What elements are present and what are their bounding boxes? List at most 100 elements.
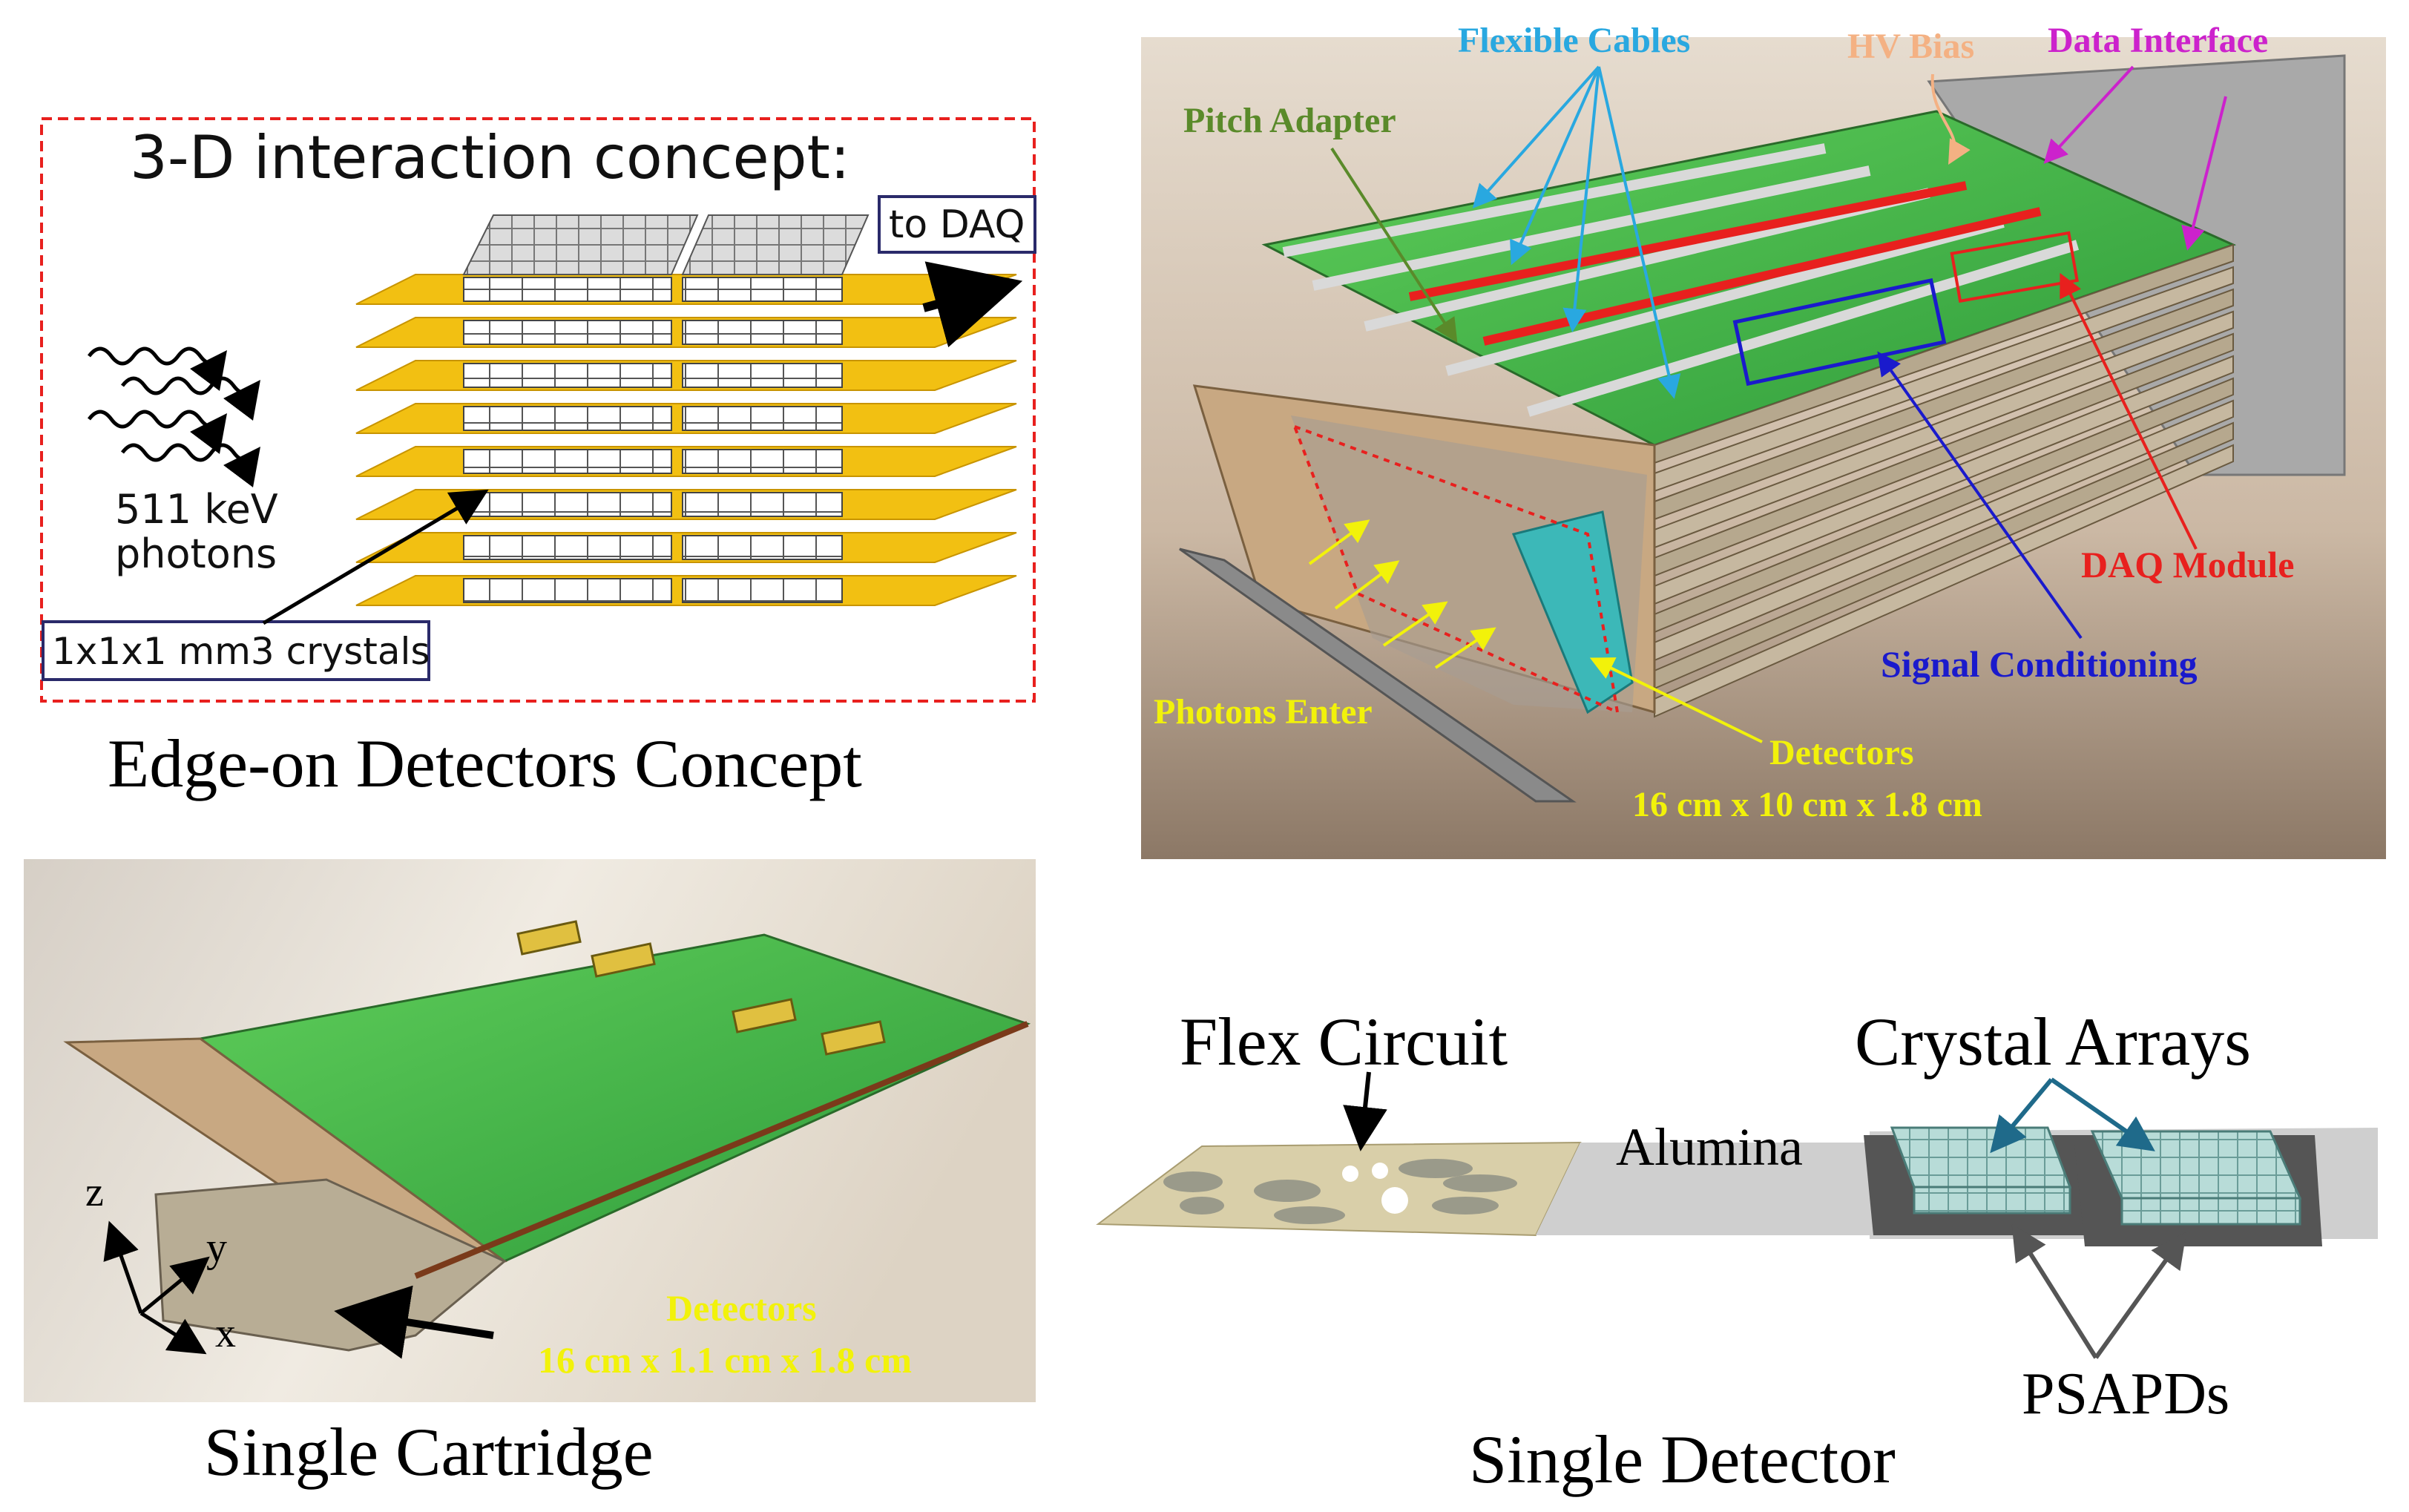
crystals-label-box: [42, 620, 430, 681]
axis-x-label: x: [215, 1310, 236, 1356]
photon-arrow-icon: [1308, 519, 1370, 565]
data-interface-arrow-icon: [2181, 96, 2227, 251]
signal-arrow-icon: [1877, 351, 2083, 640]
crystal-row: [463, 449, 672, 474]
photon-arrow-icon: [1382, 601, 1448, 647]
flexible-cables-label: Flexible Cables: [1458, 21, 1690, 60]
photons-enter-label: Photons Enter: [1154, 692, 1373, 732]
signal-conditioning-box: [1732, 277, 1947, 387]
wave-arrow-icon: [121, 443, 261, 487]
crystal-row: [682, 406, 843, 431]
system-detectors-dims: 16 cm x 10 cm x 1.8 cm: [1632, 785, 1982, 824]
crystal-row: [463, 578, 672, 603]
crystal-row: [463, 535, 672, 560]
crystal-arrays-label: Crystal Arrays: [1855, 1004, 2251, 1079]
crystal-block-top: [462, 214, 699, 275]
crystal-row: [682, 492, 843, 517]
cartridge-panel: z y x Detectors 16 cm x 1.1 cm x 1.8 cm …: [24, 859, 1036, 1490]
crystal-array-arrow-icon: [2050, 1077, 2155, 1151]
crystal-row: [463, 406, 672, 431]
cartridge-caption: Single Cartridge: [204, 1414, 654, 1490]
crystal-row: [463, 492, 672, 517]
crystal-array-arrow-icon: [1990, 1078, 2054, 1154]
daq-label: to DAQ: [889, 203, 1025, 247]
crystals-pointer-arrow-icon: [262, 489, 489, 625]
crystals-label: 1x1x1 mm3 crystals: [52, 630, 430, 673]
system-detectors-label: Detectors: [1769, 733, 1914, 772]
crystal-row: [682, 277, 843, 302]
axis-y-label: y: [206, 1225, 227, 1271]
crystal-array-left-side: [1913, 1186, 2071, 1214]
base-rail: [1179, 548, 1577, 803]
flex-pads: [1163, 1159, 1517, 1224]
photons-label-line2: photons: [115, 530, 277, 577]
photon-arrow-icon: [1434, 627, 1496, 669]
cartridge-detectors-dims: 16 cm x 1.1 cm x 1.8 cm: [538, 1339, 912, 1381]
pitch-adapter-arrow-icon: [1330, 147, 1458, 343]
crystal-row: [463, 277, 672, 302]
psapds-label: PSAPDs: [2022, 1361, 2229, 1427]
y-axis-icon: [139, 1256, 210, 1315]
edge-on-concept-panel: 3-D interaction concept: 511 keV photons…: [40, 117, 1036, 801]
hv-bias-label: HV Bias: [1847, 27, 1974, 66]
detector-arrow-icon: [1589, 657, 1763, 743]
detector-caption: Single Detector: [1469, 1421, 1896, 1497]
alumina-label: Alumina: [1616, 1117, 1803, 1177]
crystal-row: [682, 320, 843, 345]
hv-arrow-icon: [1930, 73, 1971, 165]
wave-arrow-icon: [121, 376, 261, 421]
cartridge-detector-arrow-icon: [334, 1285, 494, 1359]
crystal-array-right-side: [2120, 1197, 2301, 1226]
psapd-arrow-icon: [2094, 1232, 2187, 1359]
x-axis-icon: [139, 1311, 207, 1355]
daq-module-arrow-icon: [2060, 272, 2198, 550]
edge-on-caption: Edge-on Detectors Concept: [108, 726, 862, 801]
photon-waves: [88, 346, 261, 487]
crystal-row: [682, 578, 843, 603]
flex-circuit-arrow-icon: [1343, 1071, 1387, 1151]
alumina-substrate: [1536, 1143, 1870, 1235]
crystal-array-left-top: [1890, 1126, 2072, 1189]
crystal-row: [463, 363, 672, 388]
crystal-array-right-top: [2090, 1130, 2302, 1200]
signal-conditioning-label: Signal Conditioning: [1881, 643, 2198, 685]
data-interface-arrow-icon: [2043, 65, 2134, 164]
daq-module-label: DAQ Module: [2081, 544, 2295, 585]
cable-arrow-icon: [1562, 66, 1600, 332]
system-panel: Flexible Cables HV Bias Data Interface P…: [1141, 21, 2386, 859]
detector-panel: Flex Circuit Alumina Crystal Arrays PSAP…: [1096, 1004, 2378, 1497]
system-leader-arrows: [1308, 65, 2227, 743]
pitch-adapter-label: Pitch Adapter: [1183, 101, 1396, 140]
daq-label-box: [878, 195, 1036, 254]
flex-holes: [1342, 1163, 1408, 1214]
flex-cables: [1282, 143, 2080, 417]
cartridge-detectors-label: Detectors: [666, 1287, 817, 1329]
cartridge-edge-rail: [414, 1021, 1029, 1279]
data-interface-label: Data Interface: [2048, 21, 2268, 60]
wave-arrow-icon: [88, 410, 228, 454]
daq-module-box: [1950, 231, 2079, 303]
z-axis-icon: [103, 1220, 143, 1314]
crystal-row: [682, 363, 843, 388]
cable-arrow-icon: [1597, 66, 1681, 399]
axis-triad: [103, 1220, 210, 1355]
axis-z-label: z: [85, 1169, 104, 1215]
daq-arrow-icon: [922, 261, 1023, 348]
photons-label-line1: 511 keV: [115, 486, 278, 533]
crystal-row: [682, 449, 843, 474]
wave-arrow-icon: [88, 346, 228, 391]
crystal-row: [463, 320, 672, 345]
cartridge-detector-strip: [154, 1178, 507, 1352]
crystal-block-top: [681, 214, 870, 275]
cable-arrow-icon: [1510, 66, 1600, 266]
inset-title: 3-D interaction concept:: [130, 123, 850, 192]
psapd-arrow-icon: [2011, 1223, 2098, 1359]
cable-arrow-icon: [1472, 65, 1600, 208]
photon-arrow-icon: [1334, 560, 1400, 610]
flex-circuit-label: Flex Circuit: [1180, 1004, 1508, 1079]
crystal-row: [682, 535, 843, 560]
board-stack: [355, 214, 1017, 606]
cartridge-connectors: [516, 920, 886, 1056]
